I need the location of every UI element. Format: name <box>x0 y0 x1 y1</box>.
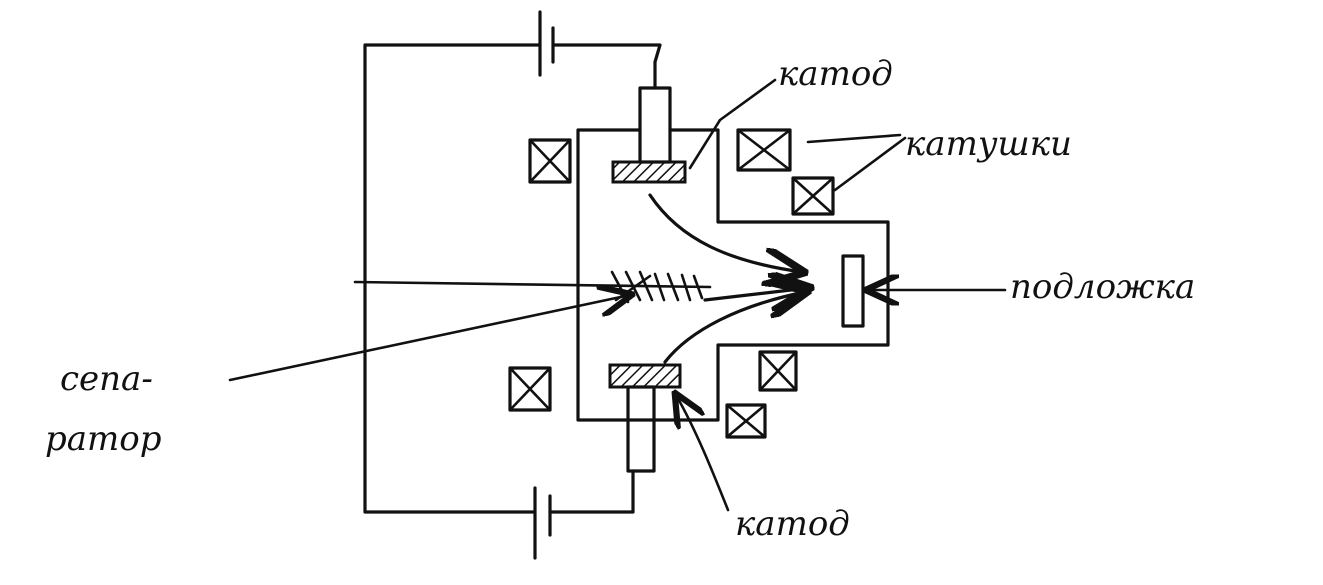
coil-lower-right-2 <box>725 403 767 439</box>
coil-lower-right-1 <box>758 350 798 392</box>
coil-upper-right-2 <box>791 176 835 216</box>
coils-label: катушки <box>905 124 1072 164</box>
coil-lower-left <box>508 366 552 412</box>
bottom-cathode-target <box>608 363 682 389</box>
cathode-bottom-leader <box>676 395 730 512</box>
coil-upper-right-1 <box>736 128 792 172</box>
coils-leader <box>806 133 907 192</box>
substrate-plate <box>841 254 865 328</box>
cathode-top-leader <box>688 78 777 170</box>
separator-leader <box>228 295 630 382</box>
top-cathode-target <box>611 160 687 184</box>
upper-flux-arrow <box>648 193 802 272</box>
top-wire <box>363 43 662 514</box>
substrate-label: подложка <box>1010 267 1195 307</box>
cathode-bottom-label: катод <box>735 504 850 544</box>
bottom-cathode-holder <box>626 385 656 473</box>
cathode-top-label: катод <box>778 54 893 94</box>
separator-label-line1: сепа- <box>60 359 153 399</box>
chamber-outline <box>576 128 890 422</box>
separator-label-line2: ратор <box>45 419 162 459</box>
lower-flux-arrow <box>663 292 805 364</box>
coil-upper-left <box>528 138 572 184</box>
top-cathode-holder <box>638 86 672 164</box>
separator-axis-line <box>353 280 712 289</box>
